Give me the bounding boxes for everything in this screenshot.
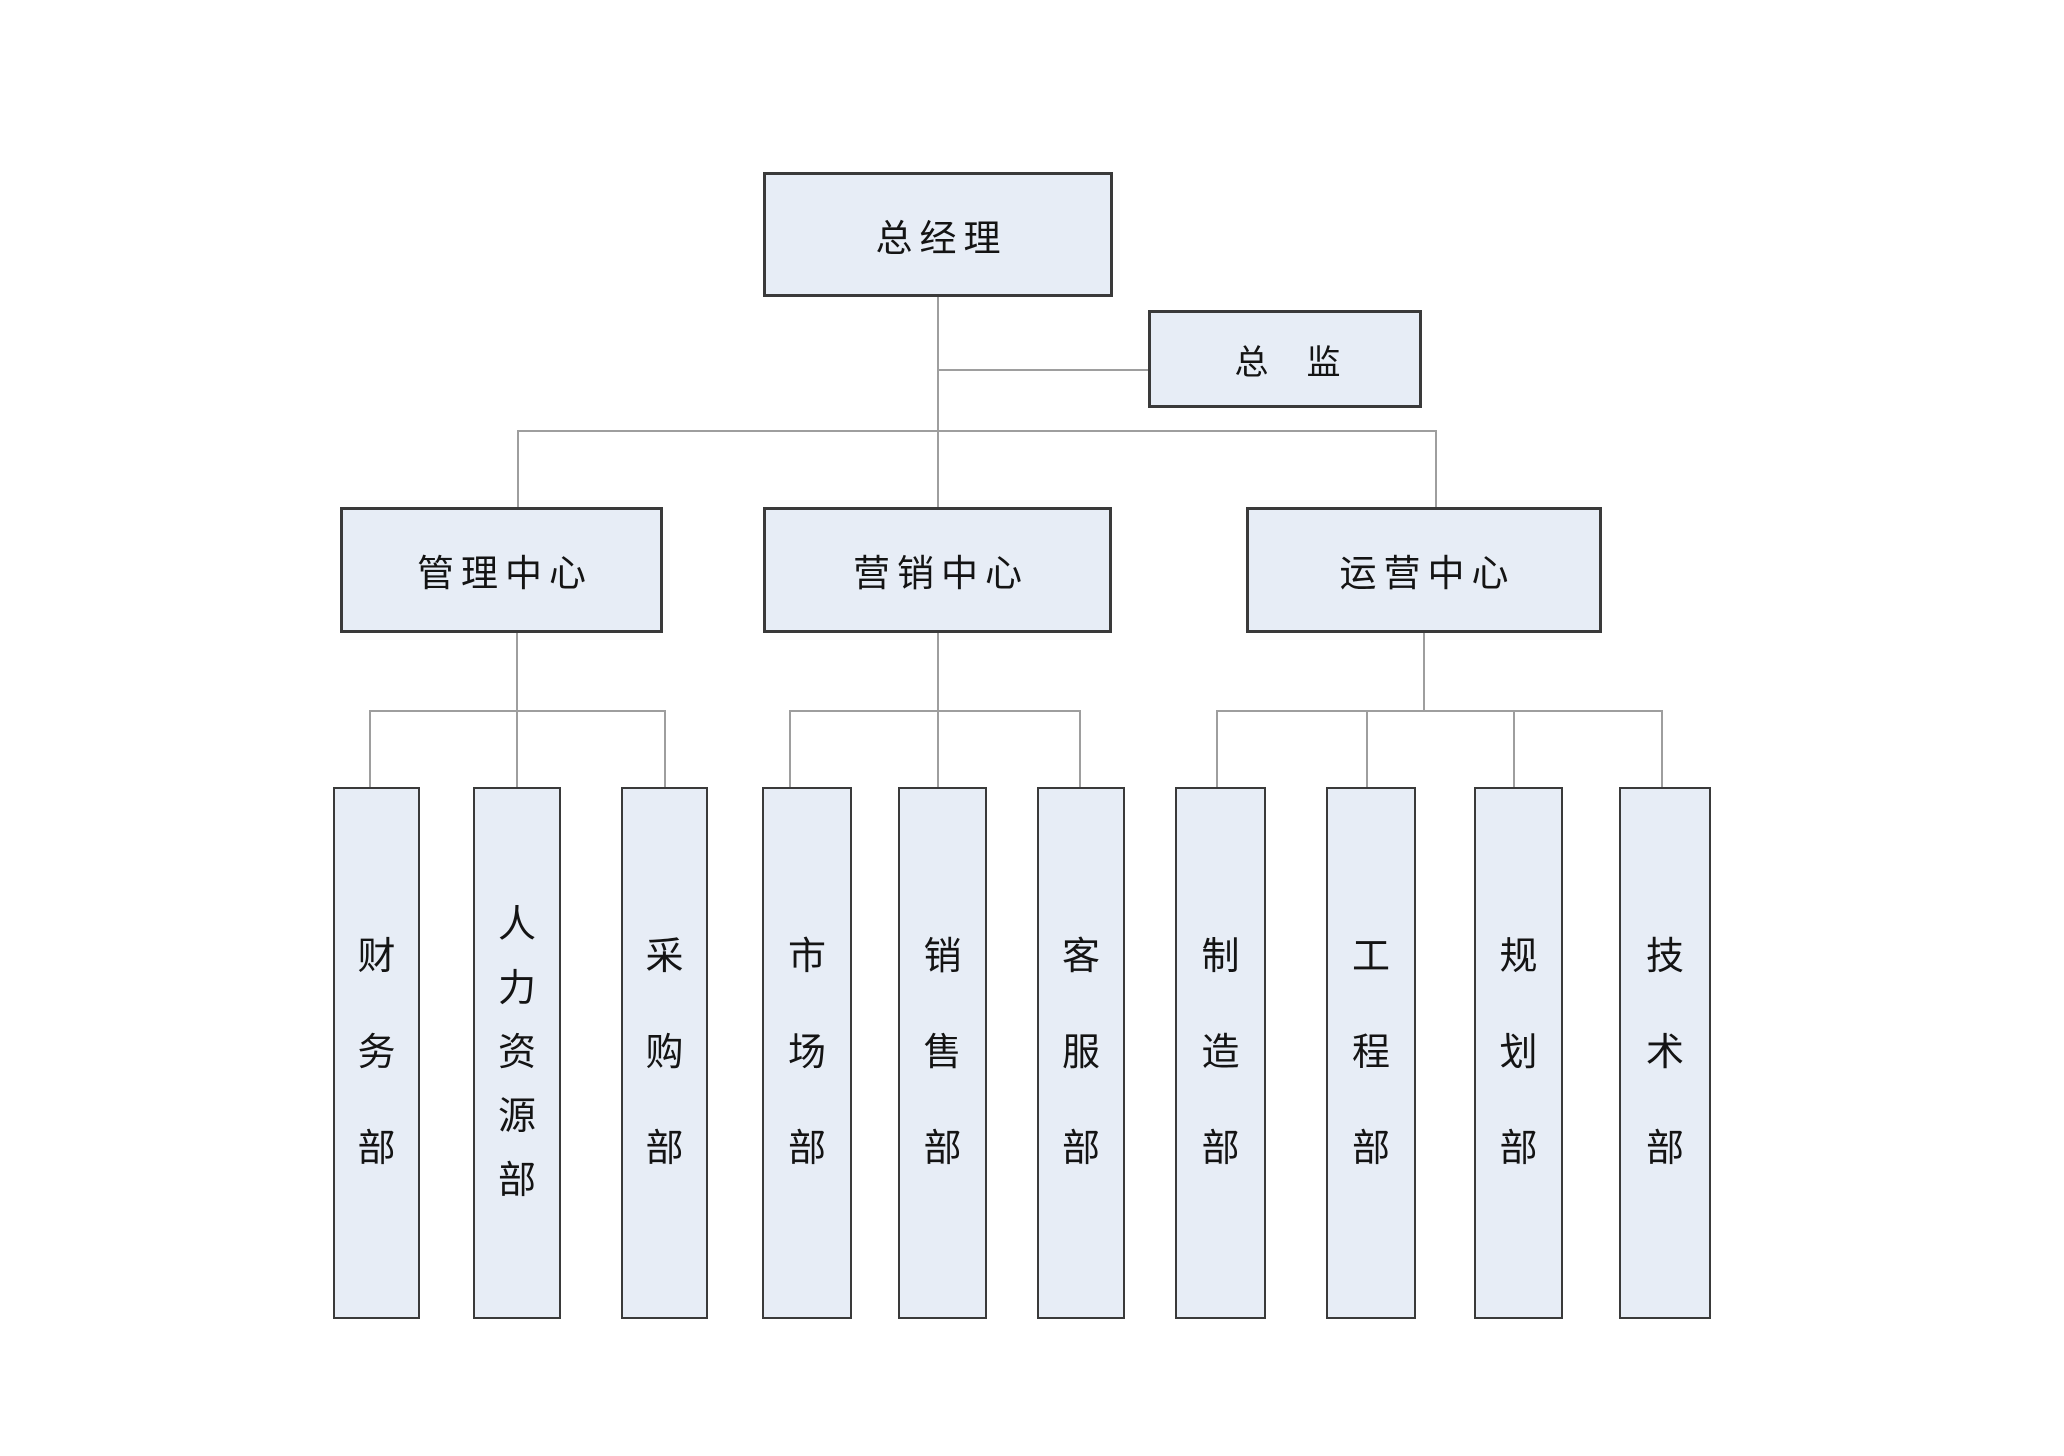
connector-level1-rail — [517, 430, 1437, 432]
node-dept-manufacturing: 制造部 — [1175, 787, 1266, 1319]
node-dept-sales: 销售部 — [898, 787, 987, 1319]
connector-operations-drop — [1423, 633, 1425, 712]
node-dept-technology-label: 技术部 — [1645, 936, 1684, 1170]
node-center-management-label: 管理中心 — [417, 554, 593, 595]
node-dept-procurement-label: 采购部 — [645, 936, 684, 1170]
connector-marketing-child-drop-3 — [1079, 710, 1081, 787]
node-dept-market: 市场部 — [762, 787, 852, 1319]
node-dept-hr: 人力资源部 — [473, 787, 561, 1319]
connector-root-drop — [937, 297, 939, 507]
node-general-manager-label: 总经理 — [875, 218, 1008, 260]
connector-management-rail — [369, 710, 666, 712]
node-dept-planning-label: 规划部 — [1499, 936, 1538, 1170]
node-dept-procurement: 采购部 — [621, 787, 708, 1319]
node-dept-planning: 规划部 — [1474, 787, 1563, 1319]
node-center-operations: 运营中心 — [1246, 507, 1602, 633]
connector-operations-child-drop-1 — [1216, 710, 1218, 787]
node-dept-engineering-label: 工程部 — [1351, 936, 1390, 1170]
node-center-operations-label: 运营中心 — [1339, 554, 1516, 595]
node-center-marketing-label: 营销中心 — [853, 554, 1029, 595]
connector-operations-child-drop-4 — [1661, 710, 1663, 787]
connector-operations-rail — [1216, 710, 1663, 712]
node-dept-finance-label: 财务部 — [357, 936, 396, 1170]
node-dept-market-label: 市场部 — [787, 936, 826, 1170]
node-dept-hr-label: 人力资源部 — [497, 904, 536, 1202]
node-dept-manufacturing-label: 制造部 — [1201, 936, 1240, 1170]
connector-operations-child-drop-3 — [1513, 710, 1515, 787]
node-dept-sales-label: 销售部 — [923, 936, 962, 1170]
node-dept-customer-service: 客服部 — [1037, 787, 1125, 1319]
node-director-label: 总 监 — [1234, 344, 1343, 382]
node-dept-customer-service-label: 客服部 — [1061, 936, 1100, 1170]
node-general-manager: 总经理 — [763, 172, 1113, 297]
connector-management-child-drop-3 — [664, 710, 666, 787]
connector-level1-left-drop — [517, 430, 519, 507]
connector-operations-child-drop-2 — [1366, 710, 1368, 787]
node-dept-finance: 财务部 — [333, 787, 420, 1319]
connector-management-child-drop-1 — [369, 710, 371, 787]
connector-director-branch — [938, 369, 1148, 371]
connector-marketing-child-drop-1 — [789, 710, 791, 787]
node-director: 总 监 — [1148, 310, 1422, 408]
node-center-management: 管理中心 — [340, 507, 663, 633]
connector-level1-right-drop — [1435, 430, 1437, 507]
node-dept-engineering: 工程部 — [1326, 787, 1416, 1319]
node-dept-technology: 技术部 — [1619, 787, 1711, 1319]
node-center-marketing: 营销中心 — [763, 507, 1112, 633]
connector-marketing-rail — [789, 710, 1081, 712]
